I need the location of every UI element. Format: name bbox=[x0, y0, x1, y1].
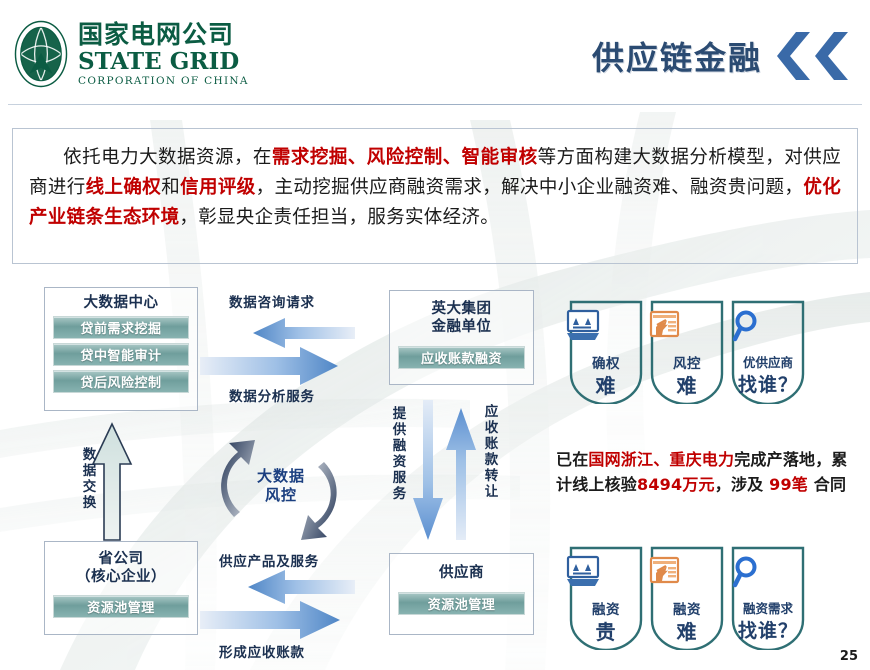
intro-seg-3: 和 bbox=[161, 176, 181, 198]
badge-bottom-1-line2: 难 bbox=[676, 620, 698, 644]
page-number: 25 bbox=[839, 649, 858, 664]
header-divider bbox=[8, 104, 862, 105]
intro-seg-4: ，主动挖掘供应商融资需求，解决中小企业融资难、融资贵问题， bbox=[255, 176, 804, 198]
title-block: 供应链金融 bbox=[592, 30, 852, 82]
chevron-group bbox=[776, 30, 852, 82]
label-form-receivables: 形成应收账款 bbox=[219, 645, 305, 661]
node-supplier: 供应商 资源池管理 bbox=[389, 553, 534, 635]
badge-shape bbox=[650, 300, 724, 404]
stat-highlight-2: 8494万元 bbox=[637, 474, 715, 494]
chevron-left-icon bbox=[815, 32, 848, 80]
badge-top-1[interactable]: 风控 难 bbox=[646, 300, 728, 404]
intro-highlight-3: 信用评级 bbox=[180, 176, 256, 198]
bigdata-item-0: 贷前需求挖掘 bbox=[53, 316, 189, 340]
badge-top-1-line1: 风控 bbox=[673, 356, 701, 372]
yingda-item-0: 应收账款融资 bbox=[398, 346, 525, 370]
badge-top-1-line2: 难 bbox=[676, 374, 698, 398]
state-grid-emblem-icon bbox=[14, 20, 68, 88]
badge-shape bbox=[650, 546, 724, 650]
cycle-label-line1: 大数据 bbox=[256, 467, 305, 485]
intro-highlight-1: 需求挖掘、风险控制、智能审核 bbox=[271, 147, 538, 168]
stat-seg-1: 已在 bbox=[556, 450, 589, 469]
intro-highlight-2: 线上确权 bbox=[85, 176, 162, 198]
badge-bottom-0-line2: 贵 bbox=[595, 620, 617, 644]
badge-bottom-0[interactable]: 融资 贵 bbox=[565, 546, 647, 650]
stat-seg-4: 合同 bbox=[808, 474, 847, 494]
badge-bottom-1[interactable]: 融资 难 bbox=[646, 546, 728, 650]
intro-highlight-4: 优化产业链条生态环境 bbox=[29, 176, 841, 228]
cycle-center-label: 大数据 风控 bbox=[236, 467, 326, 505]
province-company-item-0: 资源池管理 bbox=[53, 595, 189, 619]
supplier-item-0: 资源池管理 bbox=[398, 592, 525, 616]
node-province-company: 省公司 （核心企业） 资源池管理 bbox=[44, 541, 198, 635]
chevron-left-icon bbox=[777, 32, 810, 80]
label-receivables-transfer: 应收账款转让 bbox=[484, 404, 500, 500]
stat-highlight-1: 国网浙江、重庆电力 bbox=[588, 450, 735, 469]
badge-top-2[interactable]: 优供应商 找谁？ bbox=[727, 300, 809, 404]
badge-bottom-2[interactable]: 融资需求 找谁？ bbox=[727, 546, 809, 650]
state-grid-logo: 国家电网公司 STATE GRID CORPORATION OF CHINA bbox=[12, 18, 249, 90]
badge-shape bbox=[569, 300, 643, 404]
arrow-data-query-request bbox=[253, 318, 355, 348]
logo-english-name: STATE GRID bbox=[78, 47, 240, 75]
slide-header: 国家电网公司 STATE GRID CORPORATION OF CHINA 供… bbox=[0, 0, 870, 112]
cycle-label-line2: 风控 bbox=[264, 485, 297, 504]
intro-seg-2: 等方面构建大数据分析模型，对供应商进行 bbox=[29, 147, 841, 198]
intro-text-box: 依托电力大数据资源，在需求挖掘、风险控制、智能审核等方面构建大数据分析模型，对供… bbox=[12, 128, 858, 264]
badge-top-0-line1: 确权 bbox=[592, 356, 620, 372]
badge-shape bbox=[569, 546, 643, 650]
node-province-company-title-line1: 省公司 bbox=[98, 551, 144, 567]
arrow-data-analysis-service bbox=[200, 347, 338, 385]
intro-paragraph: 依托电力大数据资源，在需求挖掘、风险控制、智能审核等方面构建大数据分析模型，对供… bbox=[13, 129, 857, 233]
stat-highlight-3: 99笔 bbox=[769, 474, 808, 494]
node-bigdata-center: 大数据中心 贷前需求挖掘 贷中智能审计 贷后风险控制 bbox=[44, 287, 198, 411]
intro-seg-1: 依托电力大数据资源，在 bbox=[63, 147, 272, 168]
intro-seg-5: ，彰显央企责任担当，服务实体经济。 bbox=[179, 206, 500, 228]
node-supplier-title: 供应商 bbox=[439, 565, 484, 581]
badge-bottom-0-line1: 融资 bbox=[592, 602, 620, 618]
badge-top-0[interactable]: 确权 难 bbox=[565, 300, 647, 404]
badge-shape bbox=[731, 300, 805, 404]
stat-text: 已在国网浙江、重庆电力完成产落地，累计线上核验8494万元，涉及 99笔 合同 bbox=[556, 448, 856, 498]
arrow-form-receivables bbox=[200, 601, 340, 639]
label-supply-products-services: 供应产品及服务 bbox=[219, 554, 320, 570]
bigdata-item-1: 贷中智能审计 bbox=[53, 343, 189, 367]
arrow-provide-financing-service bbox=[413, 400, 443, 540]
badge-top-2-line2: 找谁？ bbox=[737, 374, 798, 396]
node-yingda-title-line2: 金融单位 bbox=[431, 319, 492, 336]
cycle-arrows bbox=[221, 440, 337, 540]
label-provide-financing-service: 提供融资服务 bbox=[392, 406, 408, 502]
badge-bottom-2-line1: 融资需求 bbox=[742, 601, 793, 616]
node-bigdata-center-title: 大数据中心 bbox=[83, 295, 159, 311]
badge-shape bbox=[731, 546, 805, 650]
stat-seg-2: 完成产落地，累计线上核验 bbox=[556, 450, 848, 494]
logo-subtitle: CORPORATION OF CHINA bbox=[78, 74, 249, 87]
arrow-supply-products-services bbox=[248, 570, 355, 604]
node-province-company-title-line2: （核心企业） bbox=[76, 569, 166, 586]
bigdata-item-2: 贷后风险控制 bbox=[53, 370, 189, 394]
node-yingda-group: 英大集团 金融单位 应收账款融资 bbox=[389, 290, 534, 385]
stat-seg-3: ，涉及 bbox=[714, 474, 770, 494]
logo-chinese-name: 国家电网公司 bbox=[78, 19, 235, 49]
badge-top-0-line2: 难 bbox=[595, 374, 617, 398]
badge-bottom-1-line1: 融资 bbox=[673, 602, 701, 618]
badge-top-2-line1: 优供应商 bbox=[742, 355, 793, 370]
arrow-receivables-transfer bbox=[446, 408, 476, 540]
label-data-exchange: 数据交换 bbox=[82, 447, 98, 511]
badge-bottom-2-line2: 找谁？ bbox=[737, 620, 798, 642]
node-yingda-title-line1: 英大集团 bbox=[431, 301, 492, 317]
label-data-analysis-service: 数据分析服务 bbox=[229, 389, 315, 405]
page-title: 供应链金融 bbox=[591, 39, 762, 77]
label-data-query-request: 数据咨询请求 bbox=[229, 295, 315, 311]
arrow-data-exchange bbox=[91, 422, 133, 541]
